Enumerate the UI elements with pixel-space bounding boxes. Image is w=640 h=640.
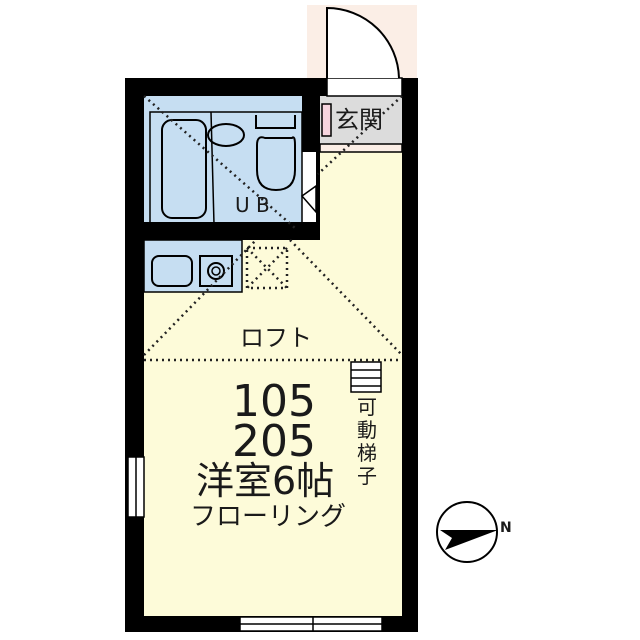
ladder-label: 可動梯子 xyxy=(357,395,377,488)
loft-label: ロフト xyxy=(240,324,312,352)
entrance-label: 玄関 xyxy=(335,106,383,134)
bathtub xyxy=(161,119,207,219)
unit-bath-floor xyxy=(144,96,302,222)
sink xyxy=(207,123,245,147)
flooring-label: フローリング xyxy=(190,502,347,532)
unit-number-2: 205 xyxy=(232,416,316,467)
unit-bath-label: U B xyxy=(235,193,270,217)
entrance-step xyxy=(319,143,403,153)
compass-north-label: N xyxy=(500,520,512,536)
kitchen-sink xyxy=(151,255,193,287)
entry-door xyxy=(326,6,400,79)
toilet xyxy=(256,136,296,192)
room-type-label: 洋室6帖 xyxy=(196,459,335,503)
loft-outline xyxy=(143,95,403,362)
bath-door-swing xyxy=(300,184,317,214)
stove xyxy=(199,255,233,287)
door-frame xyxy=(326,77,403,97)
unit-number-1: 105 xyxy=(232,376,316,427)
entrance-floor xyxy=(318,96,402,144)
ladder-icon xyxy=(350,361,382,393)
shoe-box xyxy=(321,103,332,137)
compass-icon xyxy=(436,501,498,563)
